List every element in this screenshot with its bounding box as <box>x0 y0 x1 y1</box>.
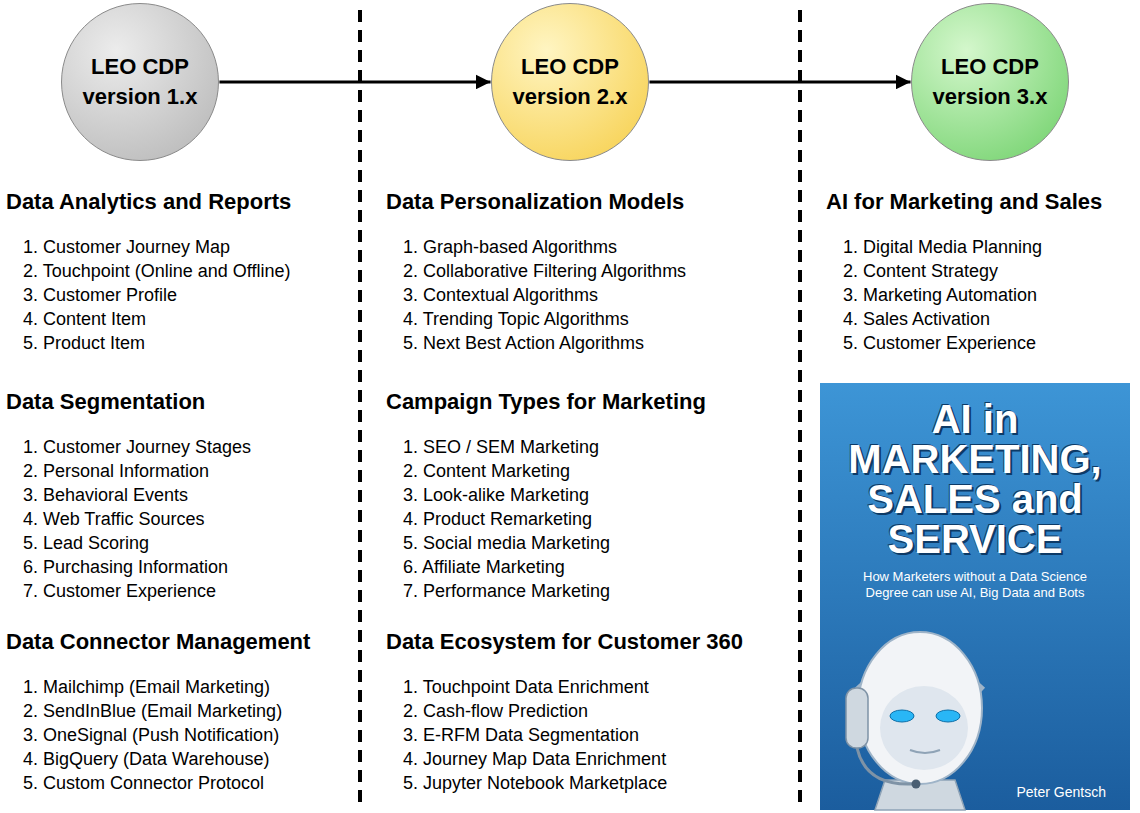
robot-face <box>880 686 968 770</box>
list-item: 5. Custom Connector Protocol <box>23 771 264 795</box>
list-item: 4. BigQuery (Data Warehouse) <box>23 747 269 771</box>
list-item: 6. Affiliate Marketing <box>403 555 565 579</box>
list-item: 5. Lead Scoring <box>23 531 149 555</box>
list-item: 2. Collaborative Filtering Algorithms <box>403 259 686 283</box>
book-cover <box>820 383 1130 810</box>
list-item: 3. Contextual Algorithms <box>403 283 598 307</box>
version-label: LEO CDP version 3.x <box>925 52 1055 111</box>
section-heading: Data Analytics and Reports <box>6 188 291 216</box>
list-item: 2. Content Marketing <box>403 459 570 483</box>
book-author: Peter Gentsch <box>820 784 1106 800</box>
list-item: 2. Touchpoint (Online and Offline) <box>23 259 291 283</box>
list-item: 4. Trending Topic Algorithms <box>403 307 629 331</box>
microphone-arm <box>857 748 912 784</box>
section-heading: AI for Marketing and Sales <box>826 188 1102 216</box>
robot-eye <box>890 710 914 722</box>
list-item: 5. Jupyter Notebook Marketplace <box>403 771 667 795</box>
book-cover-box: AI in MARKETING, SALES and SERVICE How Ma… <box>820 383 1130 810</box>
version-circle: LEO CDP version 1.x <box>61 3 220 162</box>
flow-arrow <box>219 80 490 83</box>
list-item: 3. E-RFM Data Segmentation <box>403 723 639 747</box>
headphone <box>846 688 868 748</box>
list-item: 5. Customer Experience <box>843 331 1036 355</box>
section-heading: Campaign Types for Marketing <box>386 388 706 416</box>
list-item: 1. SEO / SEM Marketing <box>403 435 599 459</box>
list-item: 4. Product Remarketing <box>403 507 592 531</box>
list-item: 3. Marketing Automation <box>843 283 1037 307</box>
list-item: 3. Behavioral Events <box>23 483 188 507</box>
list-item: 1. Graph-based Algorithms <box>403 235 617 259</box>
flow-arrow <box>649 80 910 83</box>
list-item: 2. Cash-flow Prediction <box>403 699 588 723</box>
list-item: 2. Content Strategy <box>843 259 998 283</box>
list-item: 1. Mailchimp (Email Marketing) <box>23 675 270 699</box>
list-item: 4. Journey Map Data Enrichment <box>403 747 666 771</box>
list-item: 1. Customer Journey Stages <box>23 435 251 459</box>
list-item: 3. Look-alike Marketing <box>403 483 589 507</box>
robot-head <box>858 632 982 784</box>
robot-mouth <box>910 750 940 753</box>
divider-line <box>798 10 802 810</box>
list-item: 3. Customer Profile <box>23 283 177 307</box>
section-heading: Data Ecosystem for Customer 360 <box>386 628 743 656</box>
robot-eye <box>936 710 960 722</box>
list-item: 6. Purchasing Information <box>23 555 228 579</box>
list-item: 2. SendInBlue (Email Marketing) <box>23 699 282 723</box>
version-circle: LEO CDP version 3.x <box>911 3 1070 162</box>
list-item: 7. Customer Experience <box>23 579 216 603</box>
list-item: 4. Web Traffic Sources <box>23 507 204 531</box>
list-item: 4. Content Item <box>23 307 146 331</box>
list-item: 2. Personal Information <box>23 459 209 483</box>
robot-illustration <box>846 632 983 810</box>
section-heading: Data Personalization Models <box>386 188 684 216</box>
section-heading: Data Segmentation <box>6 388 205 416</box>
book-title: AI in MARKETING, SALES and SERVICE <box>830 399 1120 559</box>
list-item: 1. Customer Journey Map <box>23 235 230 259</box>
book-subtitle: How Marketers without a Data Science Deg… <box>850 569 1100 602</box>
version-label: LEO CDP version 2.x <box>505 52 635 111</box>
list-item: 1. Digital Media Planning <box>843 235 1042 259</box>
divider-line <box>358 10 362 810</box>
list-item: 4. Sales Activation <box>843 307 990 331</box>
version-circle: LEO CDP version 2.x <box>491 3 650 162</box>
list-item: 5. Product Item <box>23 331 145 355</box>
list-item: 3. OneSignal (Push Notification) <box>23 723 279 747</box>
robot-neck <box>875 780 965 810</box>
list-item: 1. Touchpoint Data Enrichment <box>403 675 649 699</box>
list-item: 5. Social media Marketing <box>403 531 610 555</box>
section-heading: Data Connector Management <box>6 628 310 656</box>
version-label: LEO CDP version 1.x <box>75 52 205 111</box>
microphone <box>912 780 921 789</box>
list-item: 5. Next Best Action Algorithms <box>403 331 644 355</box>
list-item: 7. Performance Marketing <box>403 579 610 603</box>
